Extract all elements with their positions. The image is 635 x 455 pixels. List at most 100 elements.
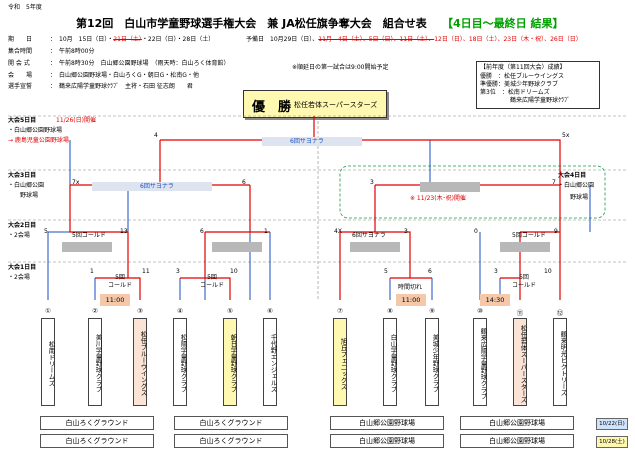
team-number: ⑧: [387, 307, 393, 315]
team-number: ④: [177, 307, 183, 315]
r4-note: 5回 コールド: [512, 274, 537, 289]
round-day3: 大会3日目: [8, 172, 37, 179]
team-number: ⑤: [227, 307, 233, 315]
page-title: 第12回 白山市学童野球選手権大会 兼 JA松任旗争奪大会 組合せ表: [76, 17, 427, 30]
prev-row: 第3位 ：松南ドリームズ: [480, 89, 550, 96]
sf-right-note: ※ 11/23(木･祝)開催: [410, 195, 466, 202]
ground-label: 白山ろくグラウンド: [40, 434, 154, 448]
page-title-tag: 【4日目～最終日 結果】: [442, 17, 564, 30]
opening-label: 開 会 式: [8, 60, 30, 67]
opening-value: ： 午前8時30分 白山郷公園野球場 （雨天時：白山ろく体育館）: [50, 60, 230, 67]
r4-time: 14:30: [480, 294, 510, 306]
ground-label: 白山郷公園野球場: [460, 434, 574, 448]
score-r1-l: 1: [90, 268, 94, 275]
team-name: 朝日学童野球クラブ: [223, 318, 237, 406]
day3-venue2: 野球場: [20, 192, 39, 199]
era-label: 令和 5年度: [8, 4, 42, 11]
team-number: ⑪: [516, 309, 524, 317]
team-number: ⑨: [429, 307, 435, 315]
day4-venue: ・白山郷公園: [558, 182, 595, 189]
team-name: 鶴来明光ビクトリーズ: [553, 318, 567, 406]
score-q4-l: 0: [474, 228, 478, 235]
score-q1-r: 13: [120, 228, 128, 235]
team-number: ⑩: [477, 307, 483, 315]
r3-note: 時間切れ: [398, 284, 423, 291]
venue-value: ： 白山郷公園野球場・白山ろくG・朝日G・松南G・他: [50, 72, 199, 79]
score-q2-r: 1: [264, 228, 268, 235]
gather-label: 集合時間: [8, 48, 33, 55]
round-day4: 大会4日目: [558, 172, 587, 179]
ground-label: 白山ろくグラウンド: [174, 434, 288, 448]
day1-venue: ・2会場: [8, 274, 30, 281]
q4-note: 5回コールド: [512, 232, 546, 239]
venue-label: 会 場: [8, 72, 33, 79]
team-number: ①: [45, 307, 51, 315]
prev-row: 優勝 ：松任ブルーウイングス: [480, 73, 565, 80]
prev-row: 準優勝：美城少年野球クラブ: [480, 81, 559, 88]
score-q3-r: 3: [404, 228, 408, 235]
team-number: ⑦: [337, 307, 343, 315]
score-r3-l: 5: [384, 268, 388, 275]
score-r3-r: 6: [428, 268, 432, 275]
champion-team: 松任若体スーパースターズ: [294, 101, 378, 109]
ground-label: 白山ろくグラウンド: [174, 416, 288, 430]
q2-bar: [212, 242, 262, 252]
date-badge: 10/28(土): [596, 436, 628, 448]
r1-note: 5回 コールド: [108, 274, 133, 289]
previous-results-box: 【前年度（第11回大会）成績】 優勝 ：松任ブルーウイングス 準優勝：美城少年野…: [476, 61, 600, 109]
date-badge: 10/22(日): [596, 418, 628, 430]
team-name: 松陽学童野球クラブ: [173, 318, 187, 406]
team-number: ⑫: [556, 309, 564, 317]
q1-note: 5回コールド: [72, 232, 106, 239]
score-r1-r: 11: [142, 268, 150, 275]
period-label: 期 日: [8, 36, 33, 43]
team-name: 千代野エンジェルス: [263, 318, 277, 406]
team-name: 松南ドリームズ: [41, 318, 55, 406]
day5-venue-change: → 鹿島児童公園野球場: [8, 137, 69, 144]
score-q4-r: 9: [554, 228, 558, 235]
day5-note: 11/26(日)開催: [56, 117, 96, 124]
score-sf-left-r: 6: [242, 179, 246, 186]
round-day5: 大会5日目: [8, 117, 37, 124]
round-day1: 大会1日目: [8, 264, 37, 271]
team-number: ⑥: [267, 307, 273, 315]
score-sf-right-r: 7: [552, 179, 556, 186]
final-note-bar: [262, 137, 362, 146]
round-day2: 大会2日目: [8, 222, 37, 229]
gather-value: ： 午前8時00分: [50, 48, 95, 55]
champion-box: 優 勝 松任若体スーパースターズ: [243, 90, 387, 118]
sf-left-note-bar: [92, 182, 212, 191]
score-sf-left-l: 7x: [72, 179, 80, 186]
q4-bar: [500, 242, 550, 252]
team-number: ②: [92, 307, 98, 315]
sf-right-bar: [420, 182, 480, 192]
day4-venue2: 野球場: [570, 194, 589, 201]
champion-label: 優 勝: [252, 100, 292, 115]
team-name: 鶴来広陽学童野球クラブ: [473, 318, 487, 406]
ground-label: 白山郷公園野球場: [330, 416, 444, 430]
team-name: 美城少年野球クラブ: [425, 318, 439, 406]
score-r4-l: 3: [494, 268, 498, 275]
score-r4-r: 10: [544, 268, 552, 275]
score-sf-right-l: 3: [370, 179, 374, 186]
prev-row: 鶴来広陽学童野球ｸﾗﾌﾞ: [480, 97, 571, 104]
team-number: ③: [137, 307, 143, 315]
r2-note: 5回 コールド: [200, 274, 225, 289]
score-q1-l: 5: [44, 228, 48, 235]
score-r2-r: 10: [230, 268, 238, 275]
score-final-left: 4: [154, 132, 158, 139]
oath-label: 選手宣誓: [8, 83, 33, 90]
team-name: 松任若体スーパースターズ: [513, 318, 527, 406]
q3-bar: [350, 242, 400, 252]
team-name: 白山学童野球クラブ: [383, 318, 397, 406]
score-q3-l: 4X: [334, 228, 342, 235]
team-name: 美川学童野球クラブ: [88, 318, 102, 406]
team-name: 旭丘フェニックス: [333, 318, 347, 406]
ground-label: 白山ろくグラウンド: [40, 416, 154, 430]
r1-time: 11:00: [100, 294, 130, 306]
reserve-days: 予備日 10月29日（日）、11月 4日（土）、5日（日）、11日（土）、12日…: [246, 36, 582, 43]
period-value: ： 10月 15日（日）・21日（土）・22日（日）・28日（土）: [50, 36, 215, 43]
final-note: 6回サヨナラ: [290, 138, 324, 145]
ground-label: 白山郷公園野球場: [330, 434, 444, 448]
r3-time: 11:00: [396, 294, 426, 306]
